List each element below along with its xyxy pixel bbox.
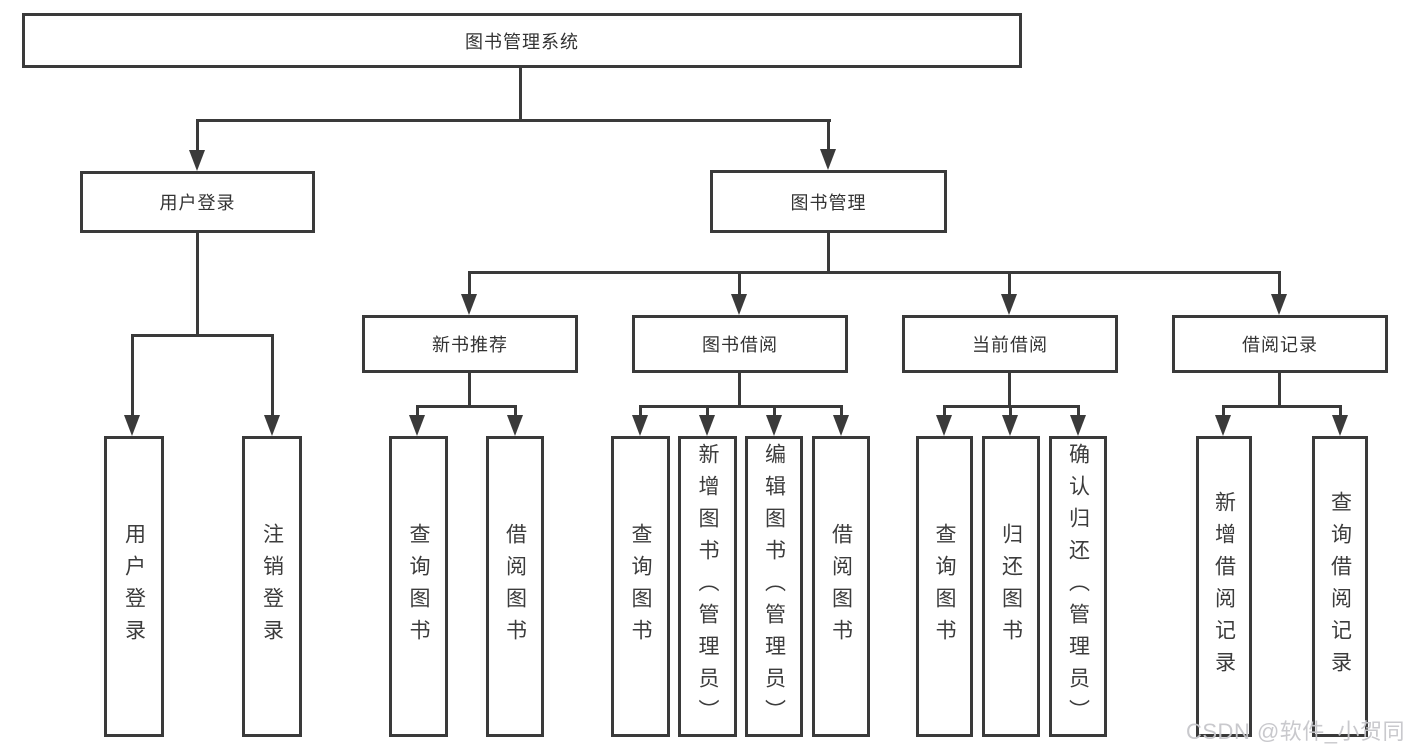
arrowhead	[507, 415, 523, 436]
connector-line	[468, 271, 471, 298]
leaf-query-books-borrow: 查询图书	[611, 436, 670, 737]
arrowhead	[632, 415, 648, 436]
arrowhead	[409, 415, 425, 436]
connector-line	[271, 334, 274, 418]
connector-line	[738, 371, 741, 408]
node-user-login: 用户登录	[80, 171, 315, 233]
connector-line	[131, 334, 274, 337]
leaf-query-books-current: 查询图书	[916, 436, 973, 737]
connector-line	[416, 405, 517, 408]
arrowhead	[820, 149, 836, 170]
node-library-system-label: 图书管理系统	[465, 31, 579, 52]
connector-line	[1278, 271, 1281, 298]
csdn-watermark: CSDN @软件_小贺同学	[1186, 719, 1405, 744]
node-new-book-recommend-label: 新书推荐	[432, 335, 508, 355]
arrowhead	[731, 294, 747, 315]
connector-line	[943, 405, 946, 418]
connector-line	[1339, 405, 1342, 418]
leaf-borrow-books-recommend: 借阅图书	[486, 436, 544, 737]
connector-line	[738, 271, 741, 298]
arrowhead	[189, 150, 205, 171]
connector-line	[1278, 371, 1281, 408]
leaf-confirm-return-admin: 确认归还（管理员）	[1049, 436, 1107, 737]
connector-line	[468, 371, 471, 408]
connector-line	[1008, 271, 1011, 298]
leaf-logout: 注销登录	[242, 436, 302, 737]
node-book-borrowing-label: 图书借阅	[702, 335, 778, 355]
connector-line	[196, 231, 199, 337]
arrowhead	[1271, 294, 1287, 315]
arrowhead	[1070, 415, 1086, 436]
connector-line	[706, 405, 709, 418]
node-book-borrowing: 图书借阅	[632, 315, 848, 373]
node-borrow-records: 借阅记录	[1172, 315, 1388, 373]
connector-line	[639, 405, 642, 418]
connector-line	[514, 405, 517, 418]
connector-line	[827, 119, 830, 153]
arrowhead	[1332, 415, 1348, 436]
leaf-return-books: 归还图书	[982, 436, 1040, 737]
arrowhead	[936, 415, 952, 436]
connector-line	[639, 405, 843, 408]
leaf-edit-books-admin: 编辑图书（管理员）	[745, 436, 803, 737]
leaf-query-books-recommend: 查询图书	[389, 436, 448, 737]
arrowhead	[264, 415, 280, 436]
arrowhead	[1215, 415, 1231, 436]
arrowhead	[833, 415, 849, 436]
connector-line	[196, 119, 831, 122]
arrowhead	[124, 415, 140, 436]
connector-line	[519, 66, 522, 122]
leaf-add-books-admin: 新增图书（管理员）	[678, 436, 737, 737]
arrowhead	[1001, 294, 1017, 315]
leaf-query-borrow-record: 查询借阅记录	[1312, 436, 1368, 737]
node-user-login-label: 用户登录	[159, 193, 236, 213]
arrowhead	[461, 294, 477, 315]
arrowhead	[766, 415, 782, 436]
connector-line	[416, 405, 419, 418]
node-library-system: 图书管理系统	[22, 13, 1022, 68]
node-current-borrowing-label: 当前借阅	[972, 335, 1048, 355]
arrowhead	[699, 415, 715, 436]
node-new-book-recommend: 新书推荐	[362, 315, 578, 373]
connector-line	[1222, 405, 1225, 418]
node-borrow-records-label: 借阅记录	[1242, 335, 1318, 355]
connector-line	[827, 231, 830, 274]
node-book-management: 图书管理	[710, 170, 947, 233]
leaf-add-borrow-record: 新增借阅记录	[1196, 436, 1252, 737]
connector-line	[1009, 405, 1012, 418]
connector-line	[1222, 405, 1342, 408]
leaf-borrow-books: 借阅图书	[812, 436, 870, 737]
connector-line	[468, 271, 1281, 274]
arrowhead	[1002, 415, 1018, 436]
connector-line	[131, 334, 134, 418]
node-current-borrowing: 当前借阅	[902, 315, 1118, 373]
connector-line	[196, 119, 199, 153]
connector-line	[1008, 371, 1011, 408]
node-book-management-label: 图书管理	[790, 192, 867, 213]
connector-line	[773, 405, 776, 418]
connector-line	[840, 405, 843, 418]
connector-line	[1077, 405, 1080, 418]
leaf-user-login: 用户登录	[104, 436, 164, 737]
